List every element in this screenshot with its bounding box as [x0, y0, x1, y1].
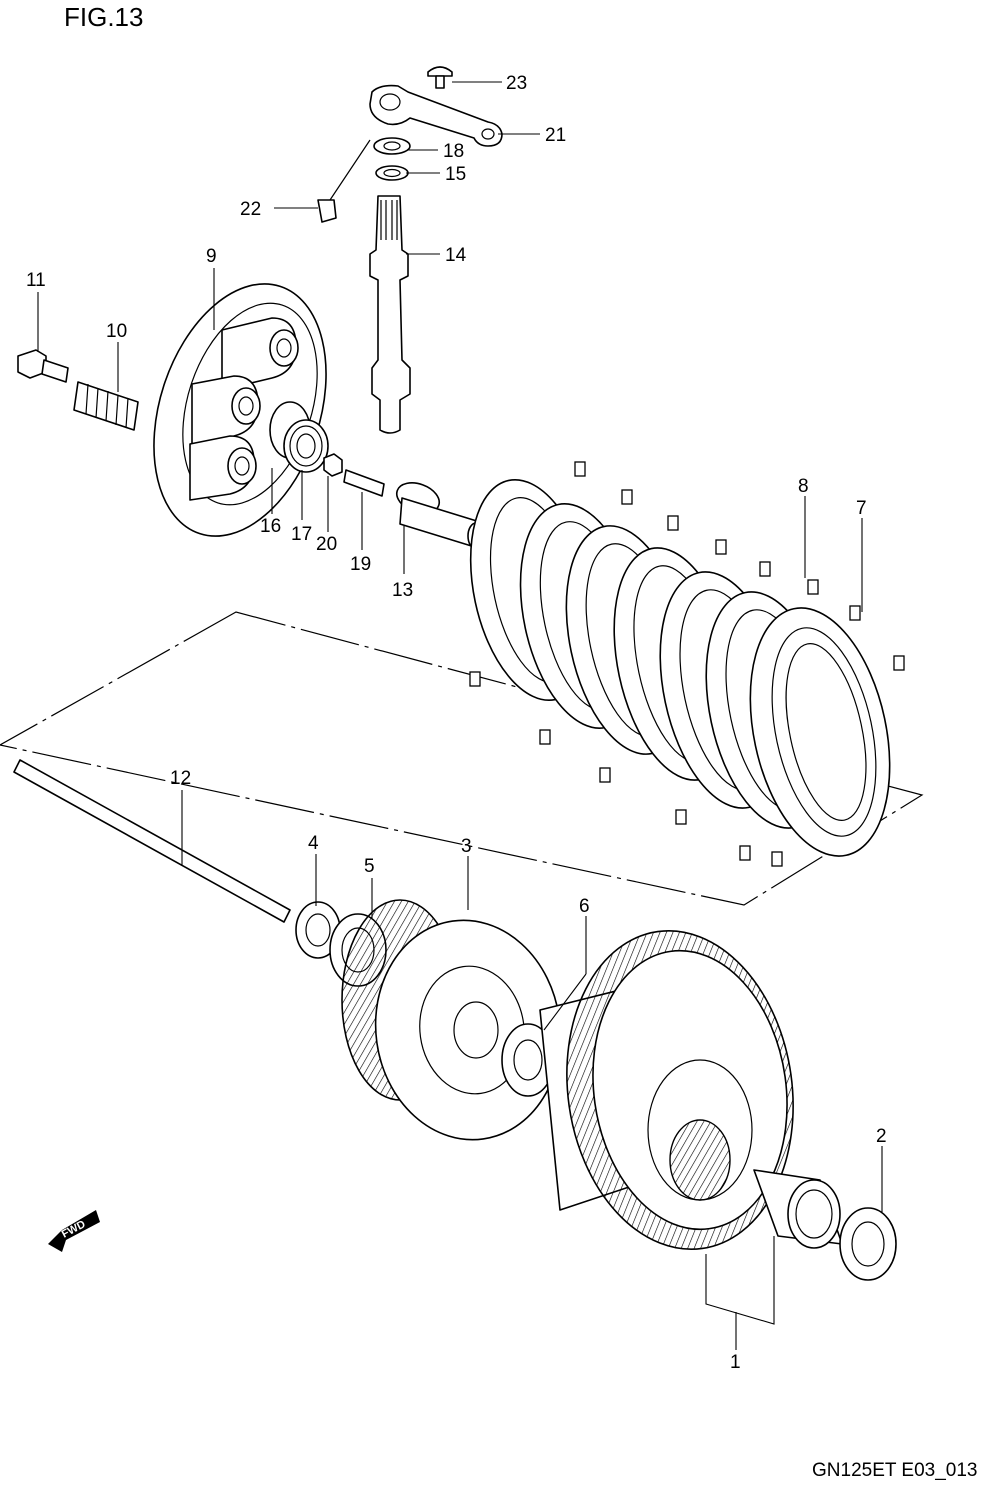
release-arm [369, 84, 503, 147]
forward-arrow-icon: FWD [48, 1210, 100, 1252]
clutch-push-piece [395, 482, 485, 550]
callout-11: 11 [26, 270, 46, 291]
arm-bolt [317, 199, 337, 223]
callout-6: 6 [579, 896, 590, 917]
callout-20: 20 [316, 534, 337, 555]
clutch-plate-stack [469, 461, 905, 867]
thrust-washer-outer [839, 1207, 897, 1281]
shaft-oil-seal [375, 165, 409, 181]
callout-3: 3 [461, 836, 472, 857]
callout-12: 12 [170, 768, 191, 789]
callout-7: 7 [856, 498, 867, 519]
spring-bolt [17, 349, 69, 383]
callout-16: 16 [260, 516, 281, 537]
callout-13: 13 [392, 580, 413, 601]
pressure-plate [153, 283, 329, 537]
release-shaft [369, 195, 411, 434]
callout-17: 17 [291, 524, 312, 545]
leader-lines [37, 81, 883, 1350]
callout-8: 8 [798, 476, 809, 497]
primary-driven-gear-assembly [539, 929, 794, 1251]
callout-18: 18 [443, 141, 464, 162]
callout-2: 2 [876, 1126, 887, 1147]
callout-9: 9 [206, 246, 217, 267]
callout-21: 21 [545, 125, 566, 146]
callout-1: 1 [730, 1352, 741, 1373]
callout-14: 14 [445, 245, 467, 266]
fwd-label: FWD [60, 1218, 88, 1240]
callout-10: 10 [106, 321, 127, 342]
callout-23: 23 [506, 73, 527, 94]
adjust-nut [323, 453, 343, 477]
callout-labels: 23 21 18 15 22 14 9 11 10 16 17 20 19 13… [26, 73, 887, 1373]
clutch-spring [73, 381, 139, 431]
gear-spacer [753, 1169, 843, 1249]
adjust-screw [343, 469, 385, 497]
release-bearing [283, 419, 329, 473]
callout-22: 22 [240, 199, 261, 220]
arm-screw [427, 66, 453, 77]
release-shaft-assembly [317, 66, 503, 434]
diagram-code: GN125ET E03_013 [812, 1460, 978, 1481]
callout-4: 4 [308, 833, 319, 854]
clutch-push-rod [13, 759, 291, 923]
callout-19: 19 [350, 554, 371, 575]
callout-5: 5 [364, 856, 375, 877]
driven-plate [749, 607, 891, 857]
sleeve-hub [341, 899, 562, 1141]
arm-washer [373, 137, 411, 155]
thrust-bushing [295, 901, 341, 959]
figure-title: FIG.13 [64, 2, 143, 32]
callout-15: 15 [445, 164, 466, 185]
